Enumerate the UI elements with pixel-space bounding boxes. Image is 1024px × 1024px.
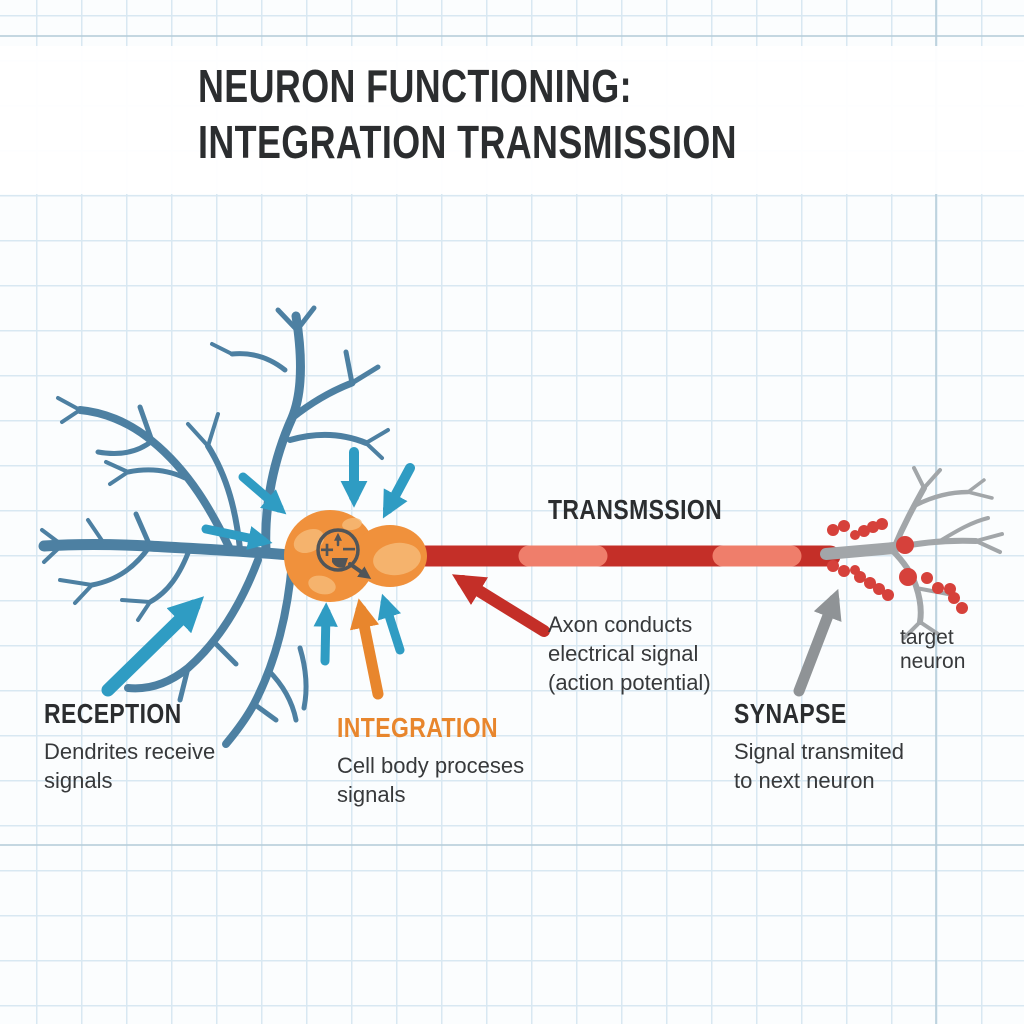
synapse-label: SYNAPSE (734, 698, 847, 729)
synapse-pointer-arrow-icon (793, 588, 842, 697)
integration-glyph-icon: + − (316, 528, 372, 579)
integration-pointer-arrow-icon (349, 598, 384, 700)
title-background-band (0, 46, 1024, 194)
integration-description: Cell body proceses signals (337, 753, 525, 808)
reception-label: RECEPTION (44, 698, 182, 729)
section-synapse: SYNAPSE Signal transmited to next neuron (734, 698, 904, 795)
reception-description: Dendrites receive signals (44, 739, 216, 794)
graph-paper-heavy-line (935, 0, 937, 1024)
cell-body-icon (284, 510, 427, 602)
dendrite-tree-icon (38, 305, 390, 748)
section-transmission-title: TRANSMSSION (548, 494, 760, 526)
signal-arrow-icon (382, 463, 415, 519)
target-neuron-icon (820, 466, 1004, 640)
graph-paper-heavy-line (0, 35, 1024, 37)
plus-sign: + (320, 537, 334, 564)
signal-arrow-icon (201, 524, 273, 550)
target-neuron-label: target neuron (900, 626, 966, 673)
section-reception: RECEPTION Dendrites receive signals (44, 698, 215, 795)
signal-arrow-icon (238, 472, 287, 515)
neurotransmitter-dots-icon (827, 518, 968, 614)
transmission-pointer-arrow-icon (451, 574, 550, 637)
synapse-description: Signal transmited to next neuron (734, 739, 904, 794)
page-title: NEURON FUNCTIONING: INTEGRATION TRANSMIS… (198, 58, 737, 170)
transmission-description: Axon conducts electrical signal (action … (548, 612, 711, 696)
signal-arrow-icon (377, 593, 405, 655)
output-arrow-icon (348, 562, 372, 579)
minus-sign: − (342, 536, 356, 563)
wedge-icon (332, 558, 348, 568)
transmission-label: TRANSMSSION (548, 494, 723, 525)
incoming-signal-arrows (101, 447, 415, 697)
signal-arrow-icon (313, 602, 338, 666)
page-title-line2: INTEGRATION TRANSMISSION (198, 116, 737, 168)
integration-label: INTEGRATION (337, 712, 498, 743)
section-transmission-desc: Axon conducts electrical signal (action … (548, 610, 711, 697)
page-title-line1: NEURON FUNCTIONING: (198, 60, 632, 112)
graph-paper-heavy-line (0, 844, 1024, 846)
reception-arrow-icon (101, 596, 205, 697)
section-integration: INTEGRATION Cell body proceses signals (337, 712, 533, 809)
